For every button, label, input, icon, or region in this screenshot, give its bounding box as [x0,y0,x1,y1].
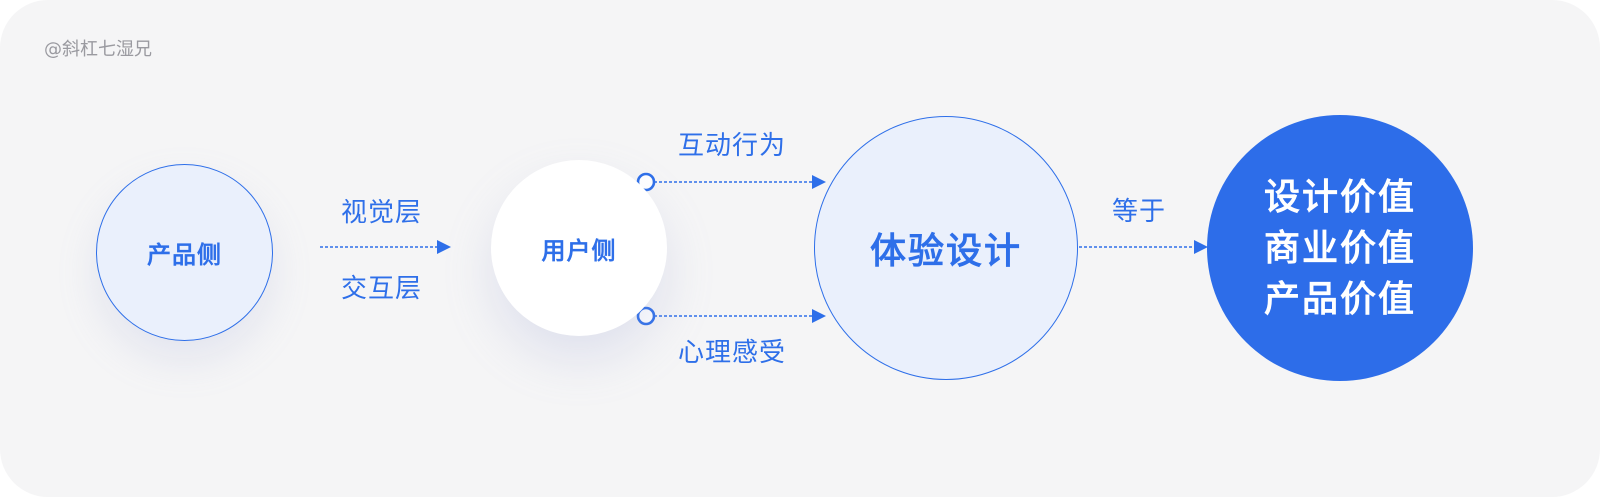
arrowhead-behavior [812,175,826,189]
edge-label-interaction-layer: 交互层 [341,274,423,304]
port-psych [636,306,656,326]
edge-label-equals: 等于 [1112,197,1167,227]
arrowhead-psych [812,309,826,323]
node-user-side: 用户侧 [491,160,667,336]
node-product-side: 产品侧 [96,164,273,341]
arrowhead-product-to-user [437,240,451,254]
node-product-label: 产品侧 [147,241,222,269]
watermark-text: @斜杠七湿兄 [44,39,152,60]
node-value: 设计价值 商业价值 产品价值 [1207,115,1473,381]
arrowhead-equals [1194,240,1208,254]
value-item-design: 设计价值 [1263,176,1416,218]
node-user-label: 用户侧 [541,236,617,265]
value-item-product: 产品价值 [1263,278,1416,320]
value-item-business: 商业价值 [1263,227,1416,269]
edge-label-visual-layer: 视觉层 [341,198,423,228]
node-experience-design: 体验设计 [814,116,1078,380]
node-experience-label: 体验设计 [869,231,1022,272]
edge-label-psychological-feeling: 心理感受 [678,338,787,368]
edge-label-interactive-behavior: 互动行为 [678,131,787,161]
